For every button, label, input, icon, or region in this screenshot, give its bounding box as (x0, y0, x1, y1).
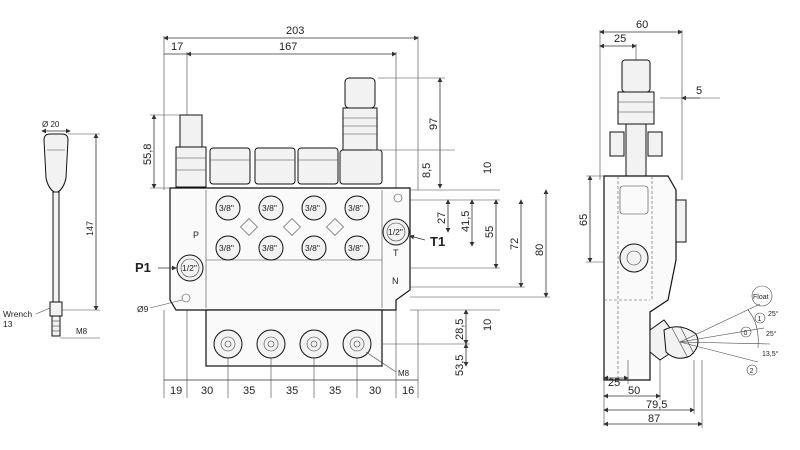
position-0: 0 (744, 330, 748, 337)
work-ports-top: 3/8" 3/8" 3/8" 3/8" (215, 195, 370, 221)
left-fitting (175, 114, 207, 188)
dim-8-5: 8,5 (421, 163, 433, 178)
dim-10-top: 10 (482, 162, 494, 174)
side-dim-5: 5 (696, 85, 702, 97)
side-dim-65: 65 (578, 214, 590, 226)
spool-ends (213, 329, 372, 359)
p1-label: P1 (135, 260, 151, 275)
dim-28-5: 28,5 (454, 319, 466, 340)
wrench-label: Wrench (3, 309, 32, 319)
dim-41-5: 41,5 (460, 211, 472, 232)
relief-valve (342, 77, 378, 151)
position-2: 2 (750, 368, 754, 375)
p1-size-label: 1/2" (182, 263, 197, 273)
side-dim-25-top: 25 (614, 33, 626, 45)
t1-label: T1 (430, 234, 445, 249)
angle-2-label: 13,5° (762, 350, 779, 358)
port-a1-label: 3/8" (219, 203, 234, 213)
dim-bottom-3: 35 (286, 385, 298, 397)
spool-thread-label: M8 (398, 369, 410, 378)
work-ports-bottom: 3/8" 3/8" 3/8" 3/8" (215, 235, 370, 261)
port-b1-label: 3/8" (219, 243, 234, 253)
port-a3-label: 3/8" (305, 203, 320, 213)
port-p-letter: P (193, 230, 199, 240)
side-view: 60 25 5 65 (578, 19, 779, 428)
lever-length-label: 147 (85, 221, 95, 236)
side-dim-60: 60 (636, 19, 648, 31)
port-b4-label: 3/8" (348, 243, 363, 253)
lever-view: Ø 20 147 Wrench 13 M8 (3, 120, 100, 339)
port-n-letter: N (392, 276, 399, 286)
dim-bottom-6: 16 (402, 385, 414, 397)
t1-size-label: 1/2" (388, 227, 403, 237)
dim-bottom-2: 35 (243, 385, 255, 397)
dim-10-bottom: 10 (482, 319, 494, 331)
lever-thread-label: M8 (76, 327, 88, 336)
port-b3-label: 3/8" (305, 243, 320, 253)
port-t-letter: T (393, 248, 399, 258)
angle-3-label: 25° (766, 330, 777, 338)
dim-97: 97 (428, 118, 440, 130)
hole-dia-label: Ø9 (137, 304, 149, 314)
lever-rod (52, 191, 60, 303)
port-b2-label: 3/8" (262, 243, 277, 253)
spool-caps (209, 147, 383, 185)
float-label: Float (753, 294, 769, 301)
dim-bottom-1: 30 (201, 385, 213, 397)
lever-diameter-label: Ø 20 (42, 120, 60, 129)
side-dim-25-bottom: 25 (608, 377, 620, 389)
side-port (619, 243, 649, 273)
dim-27: 27 (436, 212, 448, 224)
dim-bottom-0: 19 (170, 385, 182, 397)
port-a4-label: 3/8" (348, 203, 363, 213)
side-dim-79-5: 79,5 (646, 399, 667, 411)
dim-bottom-5: 30 (369, 385, 381, 397)
mount-hole-bottom (181, 293, 191, 303)
mount-hole-top (393, 193, 403, 203)
wrench-size-label: 13 (3, 319, 13, 329)
dim-80: 80 (534, 244, 546, 256)
dim-167: 167 (279, 41, 297, 53)
wrench-flats (49, 301, 63, 317)
lever-knob (43, 133, 69, 193)
diamond-channels (240, 218, 344, 236)
port-a2-label: 3/8" (262, 203, 277, 213)
position-1: 1 (758, 316, 762, 323)
dim-55-8: 55,8 (142, 144, 154, 165)
dim-203: 203 (286, 25, 304, 37)
front-view: 203 167 17 55,8 (135, 25, 550, 398)
angle-1-label: 25° (768, 310, 779, 318)
dim-17: 17 (171, 41, 183, 53)
bottom-dimension-chain: 19 30 35 35 35 30 16 (163, 310, 419, 398)
dim-72: 72 (509, 238, 521, 250)
dim-55: 55 (484, 226, 496, 238)
side-dim-50: 50 (628, 385, 640, 397)
dim-bottom-4: 35 (329, 385, 341, 397)
side-dim-87: 87 (648, 413, 660, 425)
dim-53-5: 53,5 (454, 355, 466, 376)
